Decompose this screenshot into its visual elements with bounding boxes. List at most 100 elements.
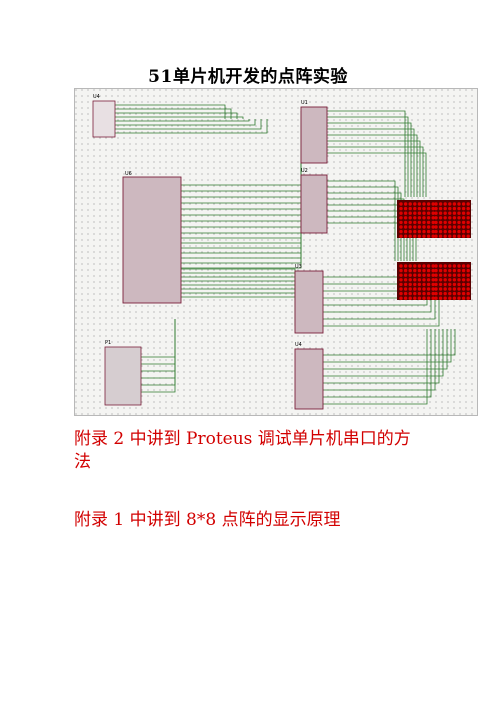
led-dot	[403, 282, 408, 287]
led-dot	[426, 278, 431, 282]
led-dot	[466, 211, 470, 215]
wire	[323, 329, 444, 377]
led-dot	[457, 268, 461, 273]
led-dot	[452, 225, 457, 229]
led-dot	[399, 216, 403, 220]
led-dot	[466, 268, 470, 273]
led-dot	[417, 220, 422, 225]
wire-traces	[115, 104, 456, 405]
led-dot	[448, 234, 452, 238]
led-dot	[466, 225, 470, 229]
led-dot	[452, 296, 457, 300]
led-dot	[413, 229, 417, 234]
led-dot	[438, 296, 443, 300]
led-dot	[431, 296, 435, 300]
led-dot	[417, 206, 422, 211]
chip-u1: U1	[300, 100, 328, 164]
led-dot	[417, 278, 422, 282]
led-dot	[443, 273, 447, 277]
led-dot	[452, 264, 457, 268]
led-dot	[399, 291, 403, 296]
led-dot	[422, 264, 426, 268]
led-dot	[466, 273, 470, 277]
led-dot	[461, 234, 466, 238]
led-dot	[466, 202, 470, 206]
wire	[323, 299, 432, 313]
led-dot	[438, 225, 443, 229]
led-dot	[408, 278, 412, 282]
led-dot	[457, 234, 461, 238]
led-dot	[426, 211, 431, 215]
led-dot	[448, 282, 452, 287]
led-dot	[461, 264, 466, 268]
led-dot	[431, 273, 435, 277]
led-dot	[457, 225, 461, 229]
led-dot	[403, 220, 408, 225]
led-dot	[422, 291, 426, 296]
led-dot	[417, 202, 422, 206]
led-dot	[403, 216, 408, 220]
led-dot	[438, 220, 443, 225]
wire	[115, 108, 232, 119]
u2-label: U2	[301, 168, 308, 174]
led-dot	[452, 206, 457, 211]
wire	[327, 116, 409, 197]
led-dot	[431, 220, 435, 225]
led-dot	[422, 211, 426, 215]
led-dot	[457, 273, 461, 277]
u1-label: U1	[301, 100, 308, 106]
led-dot	[403, 211, 408, 215]
led-dot	[448, 202, 452, 206]
paragraph-matrix: 附录 1 中讲到 8*8 点阵的显示原理	[74, 510, 341, 530]
led-dot	[452, 282, 457, 287]
led-dot	[457, 282, 461, 287]
led-dot	[457, 278, 461, 282]
led-dot	[403, 234, 408, 238]
circuit-schematic: U4 U6 U1 U2 U3 U4 P	[74, 88, 478, 416]
led-dot	[457, 287, 461, 291]
led-dot	[452, 202, 457, 206]
led-dot	[408, 264, 412, 268]
led-dot	[417, 234, 422, 238]
led-dot	[422, 268, 426, 273]
led-dot	[452, 211, 457, 215]
led-dot	[438, 202, 443, 206]
led-dot	[399, 268, 403, 273]
led-dot	[452, 273, 457, 277]
page-title: 51单片机开发的点阵实验	[148, 67, 348, 87]
led-dot	[443, 229, 447, 234]
led-dot	[461, 291, 466, 296]
wire	[327, 128, 415, 197]
led-dot	[403, 202, 408, 206]
led-dot	[438, 282, 443, 287]
led-dot	[403, 278, 408, 282]
led-dot	[443, 264, 447, 268]
led-dot	[403, 291, 408, 296]
led-dot	[422, 225, 426, 229]
wire	[327, 152, 427, 197]
led-dot	[403, 296, 408, 300]
chip-u2: U2	[300, 168, 328, 234]
led-dot	[448, 216, 452, 220]
led-dot	[466, 287, 470, 291]
led-dot	[408, 282, 412, 287]
led-dot	[408, 291, 412, 296]
led-dot	[426, 282, 431, 287]
led-dot	[408, 216, 412, 220]
wire	[327, 110, 406, 197]
led-dot	[431, 278, 435, 282]
wire	[327, 146, 424, 197]
led-dot	[457, 216, 461, 220]
led-dot	[466, 278, 470, 282]
led-dot	[431, 234, 435, 238]
wire	[181, 223, 302, 269]
led-dot	[422, 206, 426, 211]
wire	[323, 299, 428, 306]
led-dot	[417, 211, 422, 215]
led-dot	[443, 287, 447, 291]
wire	[327, 198, 405, 261]
led-dot	[417, 264, 422, 268]
led-dot	[434, 206, 438, 211]
led-dot	[438, 264, 443, 268]
led-dot	[417, 291, 422, 296]
